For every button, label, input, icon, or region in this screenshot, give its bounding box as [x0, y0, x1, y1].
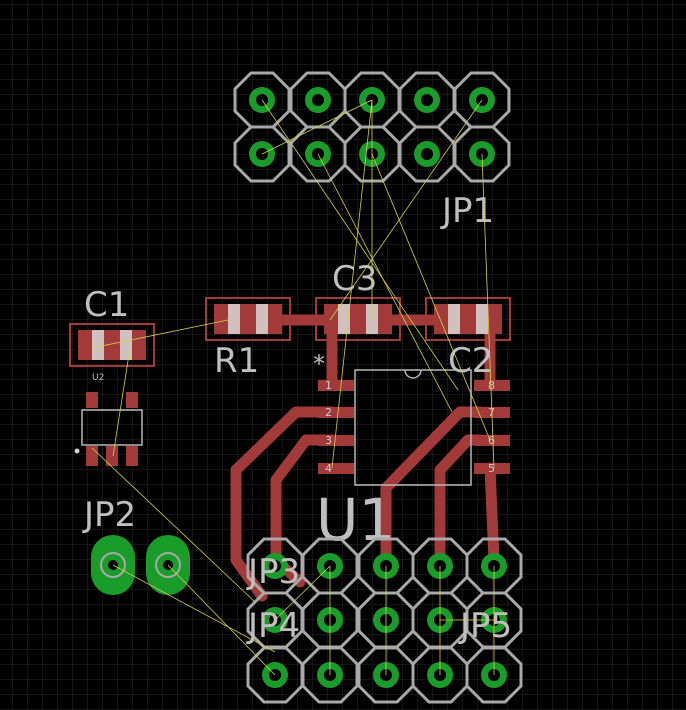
capacitor-c3[interactable] — [315, 297, 401, 341]
label-jp3: JP3 — [246, 552, 300, 592]
label-jp4: JP4 — [246, 606, 300, 646]
label-jp1: JP1 — [440, 191, 494, 231]
u1-pin-label-6: 6 — [488, 434, 495, 447]
capacitor-c1[interactable] — [69, 323, 155, 367]
ic-u2[interactable] — [74, 392, 143, 466]
airwires — [91, 99, 495, 676]
jp1-pad-9[interactable] — [398, 125, 456, 183]
u1-pin1-marker: * — [313, 350, 325, 378]
label-jp2: JP2 — [82, 495, 136, 535]
label-u2: U2 — [92, 373, 104, 383]
u1-pin-label-5: 5 — [488, 462, 495, 475]
label-r1: R1 — [214, 341, 259, 381]
u1-pin-label-1: 1 — [325, 379, 332, 392]
u1-pin-3[interactable] — [318, 435, 354, 446]
u1-pin-8[interactable] — [474, 380, 510, 391]
u1-pin-label-4: 4 — [325, 462, 332, 475]
u1-pin-label-3: 3 — [325, 434, 332, 447]
label-c1: C1 — [84, 285, 129, 325]
header-jp1[interactable] — [233, 71, 511, 183]
resistor-r1[interactable] — [205, 297, 291, 341]
u1-pin-label-8: 8 — [488, 379, 495, 392]
u1-pin-1[interactable] — [318, 380, 354, 391]
label-u1: U1 — [316, 486, 395, 554]
label-c3: C3 — [332, 259, 377, 299]
u1-pin-label-2: 2 — [325, 406, 332, 419]
u1-pin-2[interactable] — [318, 407, 354, 418]
u1-pin-6[interactable] — [474, 435, 510, 446]
u1-pin-4[interactable] — [318, 463, 354, 474]
u1-pin-5[interactable] — [474, 463, 510, 474]
label-jp5: JP5 — [458, 606, 512, 646]
capacitor-c2[interactable] — [425, 297, 511, 341]
